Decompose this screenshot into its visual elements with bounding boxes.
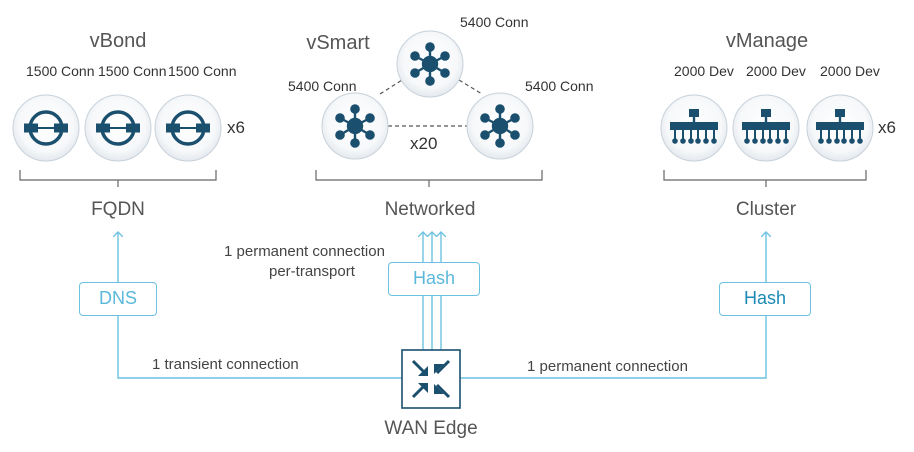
vsmart-group-label: Networked [384,199,476,220]
vbond-node-1 [12,94,80,162]
vmanage-connection-label: 1 permanent connection [527,358,688,375]
vmanage-node-2 [732,94,800,162]
vsmart-bracket [315,170,543,187]
vsmart-mesh-lines [379,79,483,127]
hash-box-middle: Hash [388,262,480,296]
wan-edge-router [401,349,461,409]
vmanage-node-1 [660,94,728,162]
vmanage-path [460,232,766,379]
vbond-bracket [19,170,217,187]
vmanage-capacity-2: 2000 Dev [746,63,806,79]
vsmart-multiplier: x20 [410,134,438,153]
vsmart-connection-label-2: per-transport [269,263,355,280]
vsmart-node-right [466,92,534,160]
hash-box-right: Hash [719,282,811,316]
wan-edge-label: WAN Edge [384,418,478,439]
vbond-group-label: FQDN [91,199,145,220]
vsmart-node-top [396,30,464,98]
vbond-path [118,232,402,379]
vsmart-connection-label-1: 1 permanent connection [224,243,385,260]
vbond-node-3 [154,94,222,162]
vsmart-capacity-left: 5400 Conn [288,78,357,94]
vsmart-node-left [321,92,389,160]
hash-box-middle-label: Hash [412,268,456,288]
router-arrows-icon [411,359,451,399]
vsmart-title: vSmart [306,32,370,54]
vsmart-capacity-right: 5400 Conn [525,78,594,94]
vbond-capacity-2: 1500 Conn [98,63,167,79]
vmanage-title: vManage [725,30,809,52]
vbond-title: vBond [89,30,147,52]
dns-box-label: DNS [98,288,137,308]
vmanage-capacity-3: 2000 Dev [820,63,880,79]
vmanage-node-3 [806,94,874,162]
vmanage-multiplier: x6 [878,118,896,137]
vsmart-capacity-top: 5400 Conn [460,14,529,30]
vbond-multiplier: x6 [227,118,245,137]
vbond-connection-label: 1 transient connection [152,356,299,373]
vbond-node-2 [84,94,152,162]
vmanage-bracket [663,170,867,187]
vbond-capacity-1: 1500 Conn [26,63,95,79]
hash-box-right-label: Hash [743,288,787,308]
dns-box: DNS [79,282,157,316]
vmanage-capacity-1: 2000 Dev [674,63,734,79]
vmanage-group-label: Cluster [735,199,797,220]
vbond-capacity-3: 1500 Conn [168,63,237,79]
